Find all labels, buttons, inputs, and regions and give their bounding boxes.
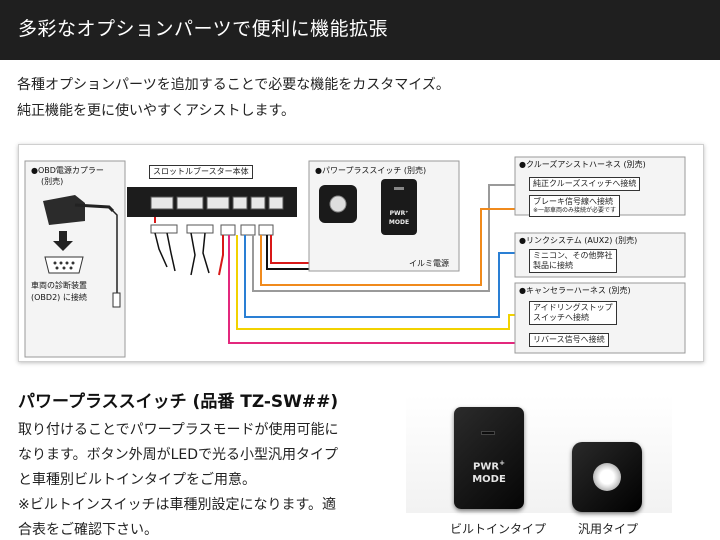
switch-title: パワープラススイッチ (品番 TZ-SW##) xyxy=(18,392,339,412)
brake-box: ブレーキ信号線へ接続 ※一部車両のみ接続が必要です xyxy=(529,195,621,217)
caption-builtin: ビルトインタイプ xyxy=(450,522,547,536)
idling-box: アイドリングストップ スイッチへ接続 xyxy=(529,301,617,325)
wiring-lines: PWR⁺ MODE xyxy=(24,156,686,358)
caption-generic: 汎用タイプ xyxy=(578,522,639,536)
minicon-label-1: ミニコン、その他弊社 xyxy=(533,251,613,260)
brake-label-1: ブレーキ信号線へ接続 xyxy=(533,197,613,206)
pwr-mode-text: PWR+ MODE xyxy=(462,457,516,486)
car-diag-label-1: 車両の診断装置 xyxy=(31,281,87,290)
switch-desc-line-5: 合表をご確認下さい。 xyxy=(18,522,158,538)
builtin-switch-photo: PWR+ MODE xyxy=(454,407,524,509)
switch-desc-line-1: 取り付けることでパワープラスモードが使用可能に xyxy=(18,422,339,438)
obd-port-icon xyxy=(44,256,84,274)
link-system-label: ●リンクシステム (AUX2) (別売) xyxy=(519,236,638,245)
car-diag-label-2: (OBD2) に接続 xyxy=(31,293,87,302)
cruise-harness-label: ●クルーズアシストハーネス (別売) xyxy=(519,160,646,169)
obd-plug xyxy=(112,292,121,308)
reverse-label: リバース信号へ接続 xyxy=(529,333,609,347)
obd-coupler-sub-label: (別売) xyxy=(41,177,64,186)
switch-description: 取り付けることでパワープラスモードが使用可能に なります。ボタン外周がLEDで光… xyxy=(18,418,398,540)
obd-coupler-cable xyxy=(74,203,115,213)
generic-switch-photo xyxy=(572,442,642,512)
idling-label-2: スイッチへ接続 xyxy=(533,313,589,322)
led-ring-icon xyxy=(593,463,621,491)
switch-desc-line-4: ※ビルトインスイッチは車種別設定になります。適 xyxy=(18,497,337,513)
booster-label: スロットルブースター本体 xyxy=(149,165,253,179)
intro-line-1: 各種オプションパーツを追加することで必要な機能をカスタマイズ。 xyxy=(17,77,450,93)
obd-arrow-icon xyxy=(53,231,73,251)
pwr-label: PWR+ xyxy=(473,459,505,473)
page-header: 多彩なオプションパーツで便利に機能拡張 xyxy=(0,0,720,60)
switch-desc-line-2: なります。ボタン外周がLEDで光る小型汎用タイプ xyxy=(18,447,339,463)
minicon-box: ミニコン、その他弊社 製品に接続 xyxy=(529,249,617,273)
led-slot xyxy=(481,431,495,435)
mode-label: MODE xyxy=(472,474,506,486)
cruise-switch-label: 純正クルーズスイッチへ接続 xyxy=(529,177,641,191)
canceler-label: ●キャンセラーハーネス (別売) xyxy=(519,286,631,295)
power-plus-switch-label: ●パワープラススイッチ (別売) xyxy=(315,166,427,175)
brake-label-2: ※一部車両のみ接続が必要です xyxy=(533,207,617,214)
intro-line-2: 純正機能を更に使いやすくアシストします。 xyxy=(17,103,296,119)
page-title: 多彩なオプションパーツで便利に機能拡張 xyxy=(18,18,389,40)
svg-text:PWR⁺: PWR⁺ xyxy=(390,210,409,217)
intro-text: 各種オプションパーツを追加することで必要な機能をカスタマイズ。 純正機能を更に使… xyxy=(17,72,450,124)
svg-text:MODE: MODE xyxy=(389,219,409,226)
switch-desc-line-3: と車種別ビルトインタイプをご用意。 xyxy=(18,472,256,488)
wiring-diagram: PWR⁺ MODE ●OBD電源カプラー (別売) 車両の診断装置 (OBD2)… xyxy=(18,144,704,362)
minicon-label-2: 製品に接続 xyxy=(533,261,573,270)
illumi-label: イルミ電源 xyxy=(409,259,449,268)
obd-coupler-label: ●OBD電源カプラー xyxy=(31,166,104,175)
idling-label-1: アイドリングストップ xyxy=(533,303,613,312)
obd-coupler-body xyxy=(43,195,85,225)
builtin-switch-icon xyxy=(381,179,417,235)
